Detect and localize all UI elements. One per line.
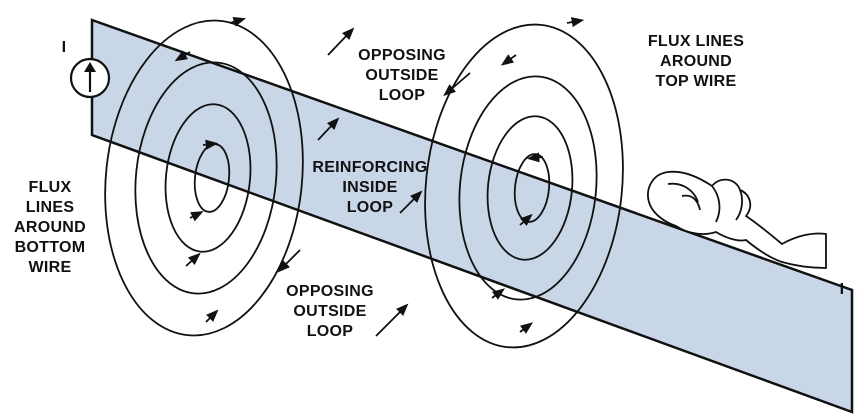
left-flux-arrows — [174, 16, 247, 323]
left-flux-loops — [104, 19, 304, 337]
right-flux-arrows — [491, 17, 585, 334]
label-line: OUTSIDE — [365, 67, 438, 84]
label-line: LOOP — [307, 323, 354, 340]
label-line: INSIDE — [342, 179, 397, 196]
label-opposing-outside-bottom: OPPOSING OUTSIDE LOOP — [286, 283, 374, 340]
label-line: FLUX LINES — [648, 33, 744, 50]
label-flux-bottom-wire: FLUX LINES AROUND BOTTOM WIRE — [14, 179, 86, 276]
label-arrows — [277, 27, 471, 337]
current-label-right: I — [840, 281, 845, 298]
label-line: WIRE — [29, 259, 72, 276]
label-line: AROUND — [660, 53, 732, 70]
label-line: OPPOSING — [358, 47, 446, 64]
label-line: FLUX — [29, 179, 72, 196]
hand-icon — [647, 170, 827, 269]
label-flux-top-wire: FLUX LINES AROUND TOP WIRE — [648, 33, 744, 90]
label-line: REINFORCING — [312, 159, 427, 176]
current-source-symbol — [69, 57, 111, 99]
label-line: LINES — [26, 199, 75, 216]
label-line: TOP WIRE — [656, 73, 737, 90]
label-reinforcing-inside: REINFORCING INSIDE LOOP — [312, 159, 427, 216]
label-line: OUTSIDE — [293, 303, 366, 320]
current-label-left: I — [62, 39, 67, 56]
label-line: LOOP — [347, 199, 394, 216]
label-line: LOOP — [379, 87, 426, 104]
label-opposing-outside-top: OPPOSING OUTSIDE LOOP — [358, 47, 446, 104]
label-line: OPPOSING — [286, 283, 374, 300]
label-line: BOTTOM — [15, 239, 86, 256]
label-line: AROUND — [14, 219, 86, 236]
